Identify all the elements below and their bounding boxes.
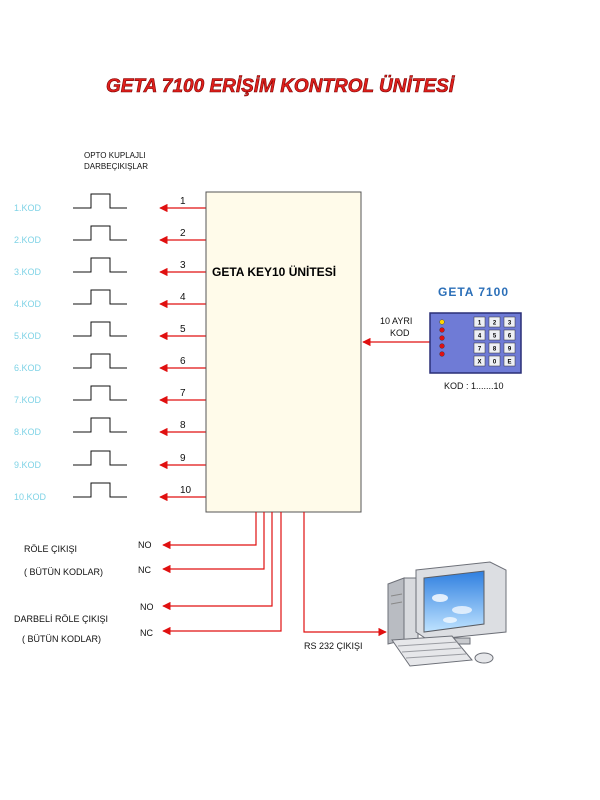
keypad-key: 5 <box>488 329 501 341</box>
output-row: 10.KOD 10 <box>14 482 206 502</box>
output-kod-label: 4.KOD <box>14 299 42 309</box>
output-row: 6.KOD 6 <box>14 353 206 373</box>
keypad-key: 8 <box>488 342 501 354</box>
output-row: 9.KOD 9 <box>14 450 206 470</box>
pulse-waveform <box>73 482 127 498</box>
keypad-key-label: 3 <box>508 321 512 327</box>
relay-label: RÖLE ÇIKIŞI <box>24 544 77 554</box>
output-row: 8.KOD 8 <box>14 417 206 437</box>
output-kod-label: 2.KOD <box>14 235 42 245</box>
pulse-waveform <box>73 450 127 466</box>
output-kod-label: 10.KOD <box>14 492 47 502</box>
keypad-input-label-2: KOD <box>390 328 410 338</box>
rs232-label: RS 232 ÇIKIŞI <box>304 641 363 651</box>
pulse-waveform <box>73 353 127 369</box>
output-number: 10 <box>180 485 192 496</box>
output-number: 2 <box>180 228 186 239</box>
keypad-key: 9 <box>503 342 516 354</box>
keypad-key-label: 6 <box>508 334 512 340</box>
output-number: 9 <box>180 453 186 464</box>
keypad-key: X <box>473 355 486 367</box>
keypad-led <box>439 351 445 357</box>
output-number: 1 <box>180 196 186 207</box>
output-row: 4.KOD 4 <box>14 289 206 309</box>
keypad-key-label: X <box>477 360 481 366</box>
page-title: GETA 7100 ERİŞİM KONTROL ÜNİTESİ <box>106 76 456 97</box>
output-row: 5.KOD 5 <box>14 321 206 341</box>
rs232-wire <box>303 512 387 637</box>
keypad-brand: GETA 7100 <box>438 285 509 299</box>
keypad-led <box>439 335 445 341</box>
keypad-key-label: 9 <box>508 347 512 353</box>
keypad-key-label: 8 <box>493 347 497 353</box>
output-kod-label: 8.KOD <box>14 427 42 437</box>
output-number: 7 <box>180 388 186 399</box>
keypad-key-label: 7 <box>478 347 482 353</box>
output-number: 8 <box>180 420 186 431</box>
output-kod-label: 1.KOD <box>14 203 42 213</box>
pulse-relay-no-wire <box>162 512 273 611</box>
relay-no-label: NO <box>138 540 152 550</box>
output-number: 5 <box>180 324 186 335</box>
keypad-key: 0 <box>488 355 501 367</box>
keypad-key-label: 5 <box>493 334 497 340</box>
keypad-key-label: 2 <box>493 321 497 327</box>
output-row: 3.KOD 3 <box>14 257 206 277</box>
pulse-waveform <box>73 225 127 241</box>
keypad-key: 7 <box>473 342 486 354</box>
output-kod-label: 9.KOD <box>14 460 42 470</box>
keypad-led <box>439 327 445 333</box>
output-kod-label: 6.KOD <box>14 363 42 373</box>
keypad-led <box>439 343 445 349</box>
pulse-waveform <box>73 289 127 305</box>
pulse-waveform <box>73 385 127 401</box>
output-row: 2.KOD 2 <box>14 225 206 245</box>
keypad-input-label-1: 10 AYRI <box>380 316 412 326</box>
keypad-key-label: E <box>507 360 511 366</box>
keypad-device: 1 2 3 4 5 6 7 8 9X 0 E <box>429 312 522 374</box>
computer-icon <box>387 561 507 667</box>
keypad-key-label: 1 <box>478 321 482 327</box>
output-number: 6 <box>180 356 186 367</box>
keypad-key: 1 <box>473 316 486 328</box>
key10-unit-box <box>205 191 362 513</box>
relay-nc-label: NC <box>138 565 151 575</box>
keypad-key-label: 4 <box>478 334 482 340</box>
pulse-waveform <box>73 257 127 273</box>
keypad-range: KOD : 1.......10 <box>444 381 504 391</box>
keypad-key-label: 0 <box>493 360 497 366</box>
output-row: 1.KOD 1 <box>14 193 206 213</box>
keypad-keys: 1 2 3 4 5 6 7 8 9X 0 E <box>473 316 516 367</box>
pulse-waveform <box>73 193 127 209</box>
output-kod-label: 5.KOD <box>14 331 42 341</box>
relay-sub: ( BÜTÜN KODLAR) <box>24 567 103 577</box>
pulse-waveform <box>73 417 127 433</box>
output-number: 4 <box>180 292 186 303</box>
pulse-waveform <box>73 321 127 337</box>
opto-header-line2: DARBEÇIKIŞLAR <box>84 162 148 171</box>
keypad-led <box>439 319 445 325</box>
pulse-relay-sub: ( BÜTÜN KODLAR) <box>22 634 101 644</box>
pulse-relay-no-label: NO <box>140 602 154 612</box>
relay-nc-wire <box>162 512 265 574</box>
output-kod-label: 3.KOD <box>14 267 42 277</box>
key10-unit-label: GETA KEY10 ÜNİTESİ <box>212 264 336 279</box>
output-kod-label: 7.KOD <box>14 395 42 405</box>
pulse-relay-nc-label: NC <box>140 628 153 638</box>
pulse-relay-nc-wire <box>162 512 282 636</box>
pulse-relay-label: DARBELİ RÖLE ÇIKIŞI <box>14 614 108 624</box>
keypad-key: 3 <box>503 316 516 328</box>
keypad-key: 6 <box>503 329 516 341</box>
opto-header-line1: OPTO KUPLAJLI <box>84 151 146 160</box>
output-row: 7.KOD 7 <box>14 385 206 405</box>
keypad-key: 4 <box>473 329 486 341</box>
keypad-key: E <box>503 355 516 367</box>
keypad-leds <box>439 319 445 357</box>
output-number: 3 <box>180 260 186 271</box>
relay-no-wire <box>162 512 257 550</box>
output-rows: 1.KOD 1 2.KOD 2 3.KOD 3 4.KOD 4 5.KOD 5 6.KOD 6 7.KO… <box>14 193 206 502</box>
keypad-key: 2 <box>488 316 501 328</box>
